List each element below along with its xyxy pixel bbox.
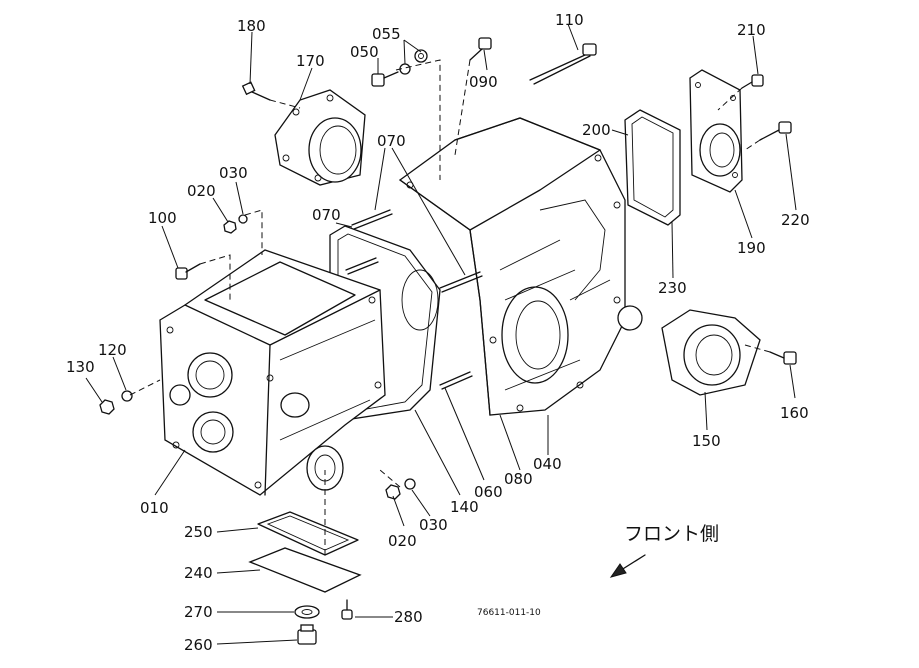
callout-090: 090: [469, 73, 498, 91]
callout-030-top: 030: [219, 164, 248, 182]
bolt-160: [769, 351, 797, 365]
nut-020-top: [223, 214, 248, 234]
callout-240: 240: [184, 564, 213, 582]
callout-260: 260: [184, 636, 213, 654]
stud-070: [345, 209, 483, 293]
washer-030-bottom: [404, 478, 416, 490]
washer-055: [399, 49, 428, 75]
stud-060: [439, 371, 473, 390]
stud-110: [529, 43, 597, 85]
part-010-main-housing: [159, 249, 386, 496]
leader-lines: [85, 23, 797, 645]
callout-050: 050: [350, 43, 379, 61]
callout-190: 190: [737, 239, 766, 257]
callout-270: 270: [184, 603, 213, 621]
front-direction-arrow: [609, 554, 646, 578]
nut-020-bottom: [385, 484, 401, 500]
part-150-flange: [661, 309, 761, 396]
callout-010: 010: [140, 499, 169, 517]
callout-080: 080: [504, 470, 533, 488]
callout-280: 280: [394, 608, 423, 626]
callout-150: 150: [692, 432, 721, 450]
bolt-090: [469, 37, 492, 61]
callout-060: 060: [474, 483, 503, 501]
part-170-cover: [274, 89, 366, 186]
callout-210: 210: [737, 21, 766, 39]
part-190-cover: [689, 69, 743, 193]
callout-250: 250: [184, 523, 213, 541]
callout-030-bottom: 030: [419, 516, 448, 534]
nut-130: [99, 399, 115, 415]
bolt-100: [175, 263, 201, 280]
gasket-250: [257, 511, 359, 556]
bolt-210: [741, 74, 764, 89]
callout-110: 110: [555, 11, 584, 29]
callout-055: 055: [372, 25, 401, 43]
callout-040: 040: [533, 455, 562, 473]
drawing-code: 76611-011-10: [477, 608, 541, 618]
washer-120: [121, 390, 133, 402]
callout-020-top: 020: [187, 182, 216, 200]
callout-200: 200: [582, 121, 611, 139]
callout-labels: 180 170 055 050 090 110 210 220 200 190 …: [66, 11, 810, 654]
callout-180: 180: [237, 17, 266, 35]
plug-260: [297, 624, 317, 645]
part-040-rear-housing: [398, 117, 643, 416]
callout-230: 230: [658, 279, 687, 297]
bolt-280: [341, 599, 353, 620]
callout-170: 170: [296, 52, 325, 70]
gasket-200: [624, 109, 681, 226]
callout-070-top: 070: [377, 132, 406, 150]
cover-plate-240: [248, 547, 362, 593]
callout-070-mid: 070: [312, 206, 341, 224]
callout-100: 100: [148, 209, 177, 227]
callout-020-bottom: 020: [388, 532, 417, 550]
assembly-lines: [129, 59, 771, 555]
bolt-180: [241, 81, 271, 101]
callout-140: 140: [450, 498, 479, 516]
callout-160: 160: [780, 404, 809, 422]
bolt-050: [371, 71, 399, 87]
washer-270: [294, 605, 320, 619]
callout-130: 130: [66, 358, 95, 376]
front-side-label: フロント側: [624, 523, 719, 545]
callout-220: 220: [781, 211, 810, 229]
callout-120: 120: [98, 341, 127, 359]
bolt-220: [759, 121, 792, 141]
